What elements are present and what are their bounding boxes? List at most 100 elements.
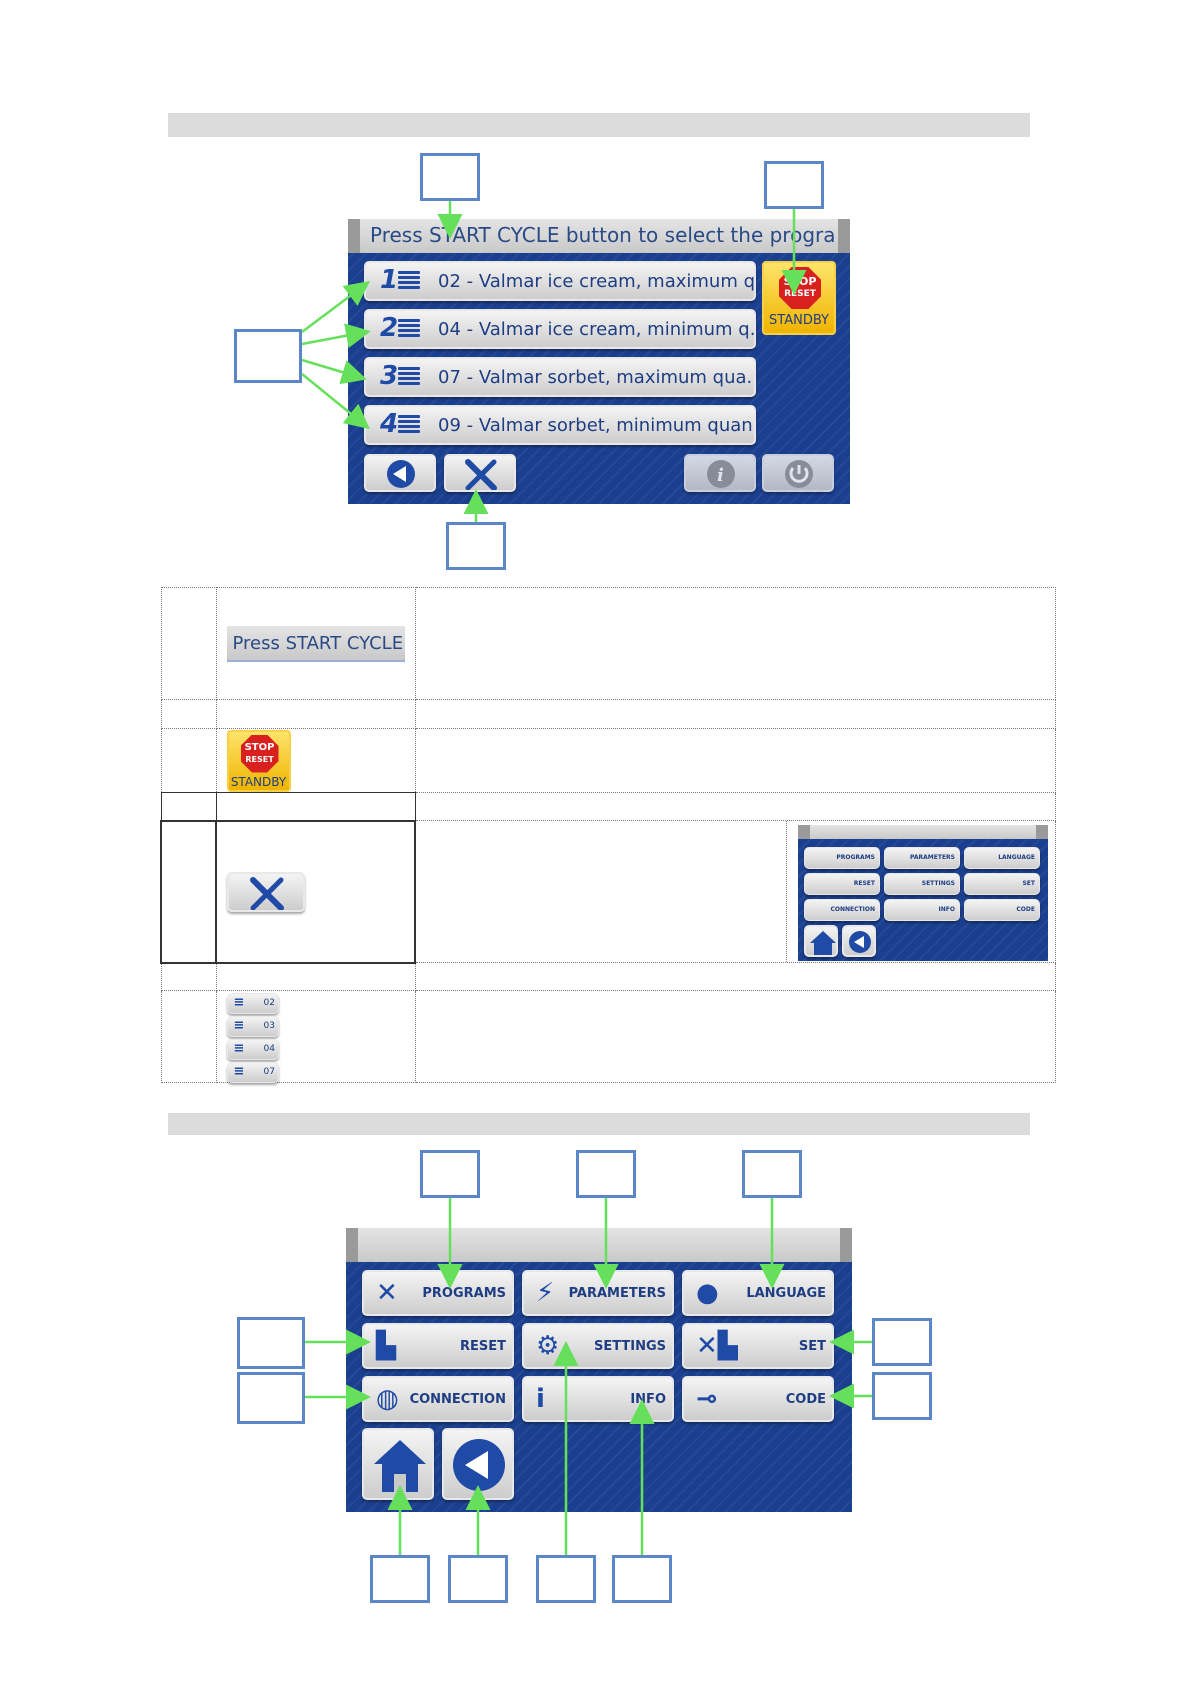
program-label: 04 - Valmar ice cream, minimum q...: [438, 319, 756, 340]
mini-menu-screen: PROGRAMS PARAMETERS LANGUAGE RESET SETTINGS S…: [798, 825, 1048, 961]
info-button[interactable]: i: [684, 454, 756, 492]
screen-header: [346, 1228, 852, 1262]
header-bar-sample-text: Press START CYCLE: [232, 632, 404, 654]
back-icon: [387, 460, 415, 488]
program-button-2[interactable]: 2 04 - Valmar ice cream, minimum q...: [364, 309, 756, 349]
mini-menu-button: CODE: [964, 899, 1040, 921]
menu-button-code[interactable]: ⊸ CODE: [682, 1376, 834, 1422]
home-button[interactable]: [362, 1428, 434, 1500]
menu-label: LANGUAGE: [746, 1285, 826, 1301]
program-label: 07 - Valmar sorbet, maximum qua...: [438, 367, 756, 388]
mini-menu-label: SETTINGS: [921, 880, 955, 887]
speed-lines-icon: [398, 271, 420, 293]
table-row: STOP RESET STANDBY: [160, 728, 1056, 793]
mini-program-button: ≡ 03: [226, 1016, 279, 1037]
mini-program-number: 03: [263, 1021, 275, 1031]
mini-program-button: ≡ 02: [226, 993, 279, 1014]
header-bar-sample: Press START CYCLE: [226, 625, 405, 662]
callout-box-programs-menu: [420, 1150, 480, 1198]
callout-box-parameters: [576, 1150, 636, 1198]
program-number: 3: [380, 361, 399, 391]
speed-lines-icon: [398, 367, 420, 389]
mini-menu-label: SET: [1022, 880, 1035, 887]
speed-lines-icon: ≡: [233, 1041, 245, 1056]
section-header-bar-2: [168, 1113, 1030, 1135]
program-number: 2: [380, 313, 399, 343]
standby-label: STANDBY: [230, 774, 287, 789]
table-row: [160, 962, 1056, 991]
menu-label: CODE: [785, 1391, 826, 1407]
mini-menu-label: CONNECTION: [830, 906, 876, 913]
standby-label: STANDBY: [769, 313, 829, 328]
mini-menu-button: PROGRAMS: [804, 847, 880, 869]
program-button-1[interactable]: 1 02 - Valmar ice cream, maximum q...: [364, 261, 756, 301]
callout-box-tools: [446, 522, 506, 570]
menu-label: SET: [798, 1338, 826, 1354]
standby-sample: STOP RESET STANDBY: [226, 729, 291, 792]
home-icon: [810, 931, 836, 955]
info-icon: i: [707, 460, 735, 488]
mini-menu-button: SET: [964, 873, 1040, 895]
menu-button-set[interactable]: ✕▙ SET: [682, 1323, 834, 1369]
mini-menu-label: LANGUAGE: [998, 854, 1035, 861]
menu-label: RESET: [459, 1338, 506, 1354]
table-row: Press START CYCLE: [160, 587, 1056, 700]
speed-lines-icon: ≡: [233, 1064, 245, 1079]
mini-program-button: ≡ 04: [226, 1039, 279, 1060]
table-cell-image: Press START CYCLE: [215, 587, 416, 700]
language-icon: ●: [696, 1278, 719, 1308]
mini-program-number: 02: [263, 998, 275, 1008]
table-row: ≡ 02 ≡ 03 ≡ 04 ≡ 07: [160, 990, 1056, 1083]
program-button-4[interactable]: 4 09 - Valmar sorbet, minimum quan...: [364, 405, 756, 445]
callout-box-programs: [234, 329, 302, 383]
program-number: 4: [380, 409, 399, 439]
key-icon: ⊸: [696, 1384, 718, 1414]
callout-box-back: [448, 1555, 508, 1603]
power-icon: [785, 460, 813, 488]
callout-box-home: [370, 1555, 430, 1603]
callout-box-settings: [536, 1555, 596, 1603]
reset-text: RESET: [245, 754, 274, 764]
menu-button-settings[interactable]: ⚙SETTINGS: [522, 1323, 674, 1369]
callout-box-connection: [237, 1372, 305, 1424]
section-header-bar-1: [168, 113, 1030, 137]
mini-home-button: [804, 925, 838, 957]
speed-lines-icon: ≡: [233, 1018, 245, 1033]
table-row: PROGRAMS PARAMETERS LANGUAGE RESET SETTINGS S…: [160, 819, 1056, 964]
callout-box-header: [420, 153, 480, 201]
mini-menu-button: CONNECTION: [804, 899, 880, 921]
factory-icon: ▙: [376, 1331, 396, 1361]
speed-lines-icon: [398, 415, 420, 437]
mini-menu-button: INFO: [884, 899, 960, 921]
back-button[interactable]: [364, 454, 436, 492]
power-button[interactable]: [762, 454, 834, 492]
mini-menu-label: PARAMETERS: [910, 854, 955, 861]
program-label: 02 - Valmar ice cream, maximum q...: [438, 271, 756, 292]
mini-menu-button: SETTINGS: [884, 873, 960, 895]
svg-text:i: i: [717, 465, 724, 486]
back-icon: [453, 1439, 505, 1491]
callout-box-set: [872, 1318, 932, 1366]
tools-button-sample: [227, 871, 305, 912]
menu-button-reset[interactable]: ▙ RESET: [362, 1323, 514, 1369]
menu-button-language[interactable]: ● LANGUAGE: [682, 1270, 834, 1316]
tools-factory-icon: ✕▙: [696, 1331, 738, 1361]
mini-program-number: 04: [263, 1044, 275, 1054]
gears-icon: ⚙: [536, 1331, 560, 1361]
mini-program-button: ≡ 07: [226, 1062, 279, 1083]
program-button-3[interactable]: 3 07 - Valmar sorbet, maximum qua...: [364, 357, 756, 397]
mini-menu-label: RESET: [853, 880, 875, 887]
tools-icon: [250, 876, 284, 910]
menu-label: PROGRAMS: [422, 1285, 506, 1301]
back-icon: [849, 931, 871, 953]
main-screen: Press START CYCLE button to select the p…: [348, 219, 850, 504]
globe-icon: ◍: [376, 1384, 399, 1414]
info-icon: i: [536, 1384, 545, 1414]
callout-box-standby: [764, 161, 824, 209]
speed-lines-icon: [398, 319, 420, 341]
screen-header: Press START CYCLE button to select the p…: [348, 219, 850, 253]
speed-lines-icon: ≡: [233, 995, 245, 1010]
mini-program-number: 07: [263, 1067, 275, 1077]
program-number: 1: [380, 265, 399, 295]
